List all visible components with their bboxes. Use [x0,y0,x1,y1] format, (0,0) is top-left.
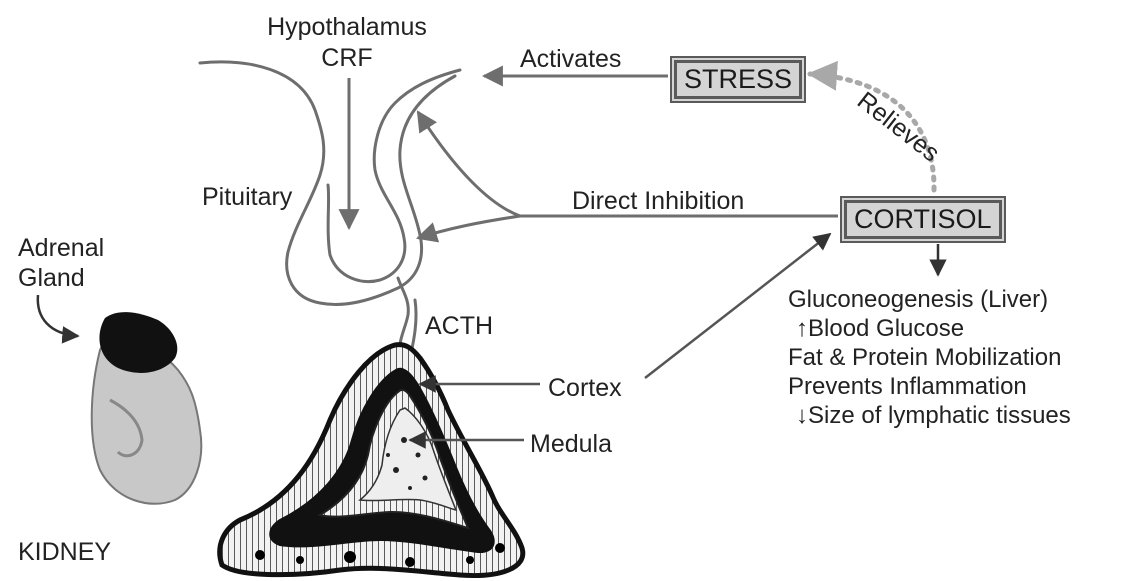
cortex-label: Cortex [548,376,622,401]
acth-label: ACTH [425,314,493,339]
medula-label: Medula [530,432,612,457]
effect-inflammation: Prevents Inflammation [788,372,1071,401]
direct-inhibition-label: Direct Inhibition [572,189,744,214]
adrenal-cross-section [220,345,523,576]
kidney-label: KIDNEY [18,540,111,565]
direct-inhibition-arrows [418,112,838,238]
hypothalamus-label: Hypothalamus [252,15,442,40]
effect-gluconeogenesis: Gluconeogenesis (Liver) [788,285,1071,314]
pituitary-label: Pituitary [202,185,292,210]
kidney-illustration [92,312,202,504]
cortisol-box: CORTISOL [845,201,1001,238]
effect-fat-protein: Fat & Protein Mobilization [788,343,1071,372]
crf-label: CRF [252,46,442,71]
effect-lymphatic: ↓Size of lymphatic tissues [788,401,1071,430]
activates-label: Activates [520,47,621,72]
cortisol-effects-list: Gluconeogenesis (Liver) ↑Blood Glucose F… [788,285,1071,430]
adrenal-gland-pointer [38,295,78,336]
effect-blood-glucose: ↑Blood Glucose [788,314,1071,343]
adrenal-label-line1: Adrenal [18,236,104,261]
adrenal-label-line2: Gland [18,266,85,291]
stress-box: STRESS [675,61,801,98]
